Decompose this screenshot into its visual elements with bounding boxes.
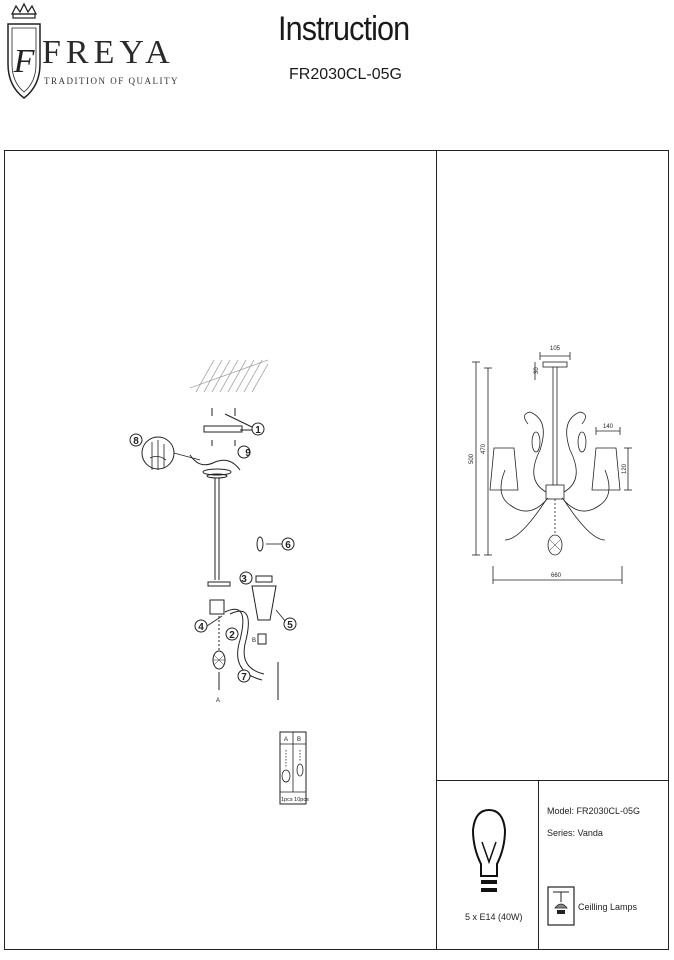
light-bulb-icon	[471, 808, 507, 892]
callout-5: 5	[287, 620, 293, 631]
category-label: Ceilling Lamps	[578, 902, 638, 912]
brand-tagline: TRADITION OF QUALITY	[44, 76, 179, 86]
callout-1: 1	[255, 425, 261, 436]
assembly-diagram: 1 8 9 6 3 5 B 2 4 A	[129, 359, 309, 805]
table-qty: 1pcs 10pcs	[281, 797, 309, 803]
dim-shade-height: 120	[622, 463, 628, 474]
ceiling-hatch	[189, 359, 269, 393]
dim-total-height: 500	[469, 453, 475, 464]
bulb-spec: 5 x E14 (40W)	[465, 912, 523, 922]
brand-name: FREYA	[42, 34, 175, 71]
callout-2: 2	[229, 630, 235, 641]
model-code: FR2030CL-05G	[289, 66, 402, 83]
page-title: Instruction	[278, 10, 410, 48]
ceiling-lamp-icon	[547, 886, 575, 926]
dim-canopy-height: 30	[534, 367, 540, 374]
dim-overall-width: 660	[551, 573, 562, 579]
model-line: Model: FR2030CL-05G	[547, 806, 641, 816]
callout-7: 7	[241, 672, 247, 683]
drawing-frame	[4, 150, 669, 950]
frame-divider-horizontal	[436, 780, 669, 781]
table-col-b: B	[297, 737, 301, 743]
frame-divider-vertical	[436, 150, 437, 950]
callout-3: 3	[241, 574, 247, 585]
table-col-a: A	[284, 737, 288, 743]
callout-6: 6	[285, 540, 291, 551]
brand-logo: F FREYA TRADITION OF QUALITY	[4, 2, 178, 100]
crown-shield-logo-icon: F	[7, 2, 41, 99]
callout-9: 9	[245, 448, 251, 459]
letter-a: A	[216, 698, 220, 704]
dim-top-width: 105	[550, 346, 561, 352]
callout-4: 4	[198, 622, 204, 633]
letter-b: B	[252, 638, 256, 644]
callout-8: 8	[133, 436, 139, 447]
dim-body-height: 470	[481, 443, 487, 454]
series-line: Series: Vanda	[547, 828, 603, 838]
dim-shade-width: 140	[603, 424, 614, 430]
frame-divider-info	[538, 780, 539, 950]
dimension-diagram: 105 30 500 470 140 120 660	[469, 346, 632, 584]
parts-table: A B 1pcs 10pcs	[279, 731, 309, 805]
svg-text:F: F	[13, 43, 36, 80]
